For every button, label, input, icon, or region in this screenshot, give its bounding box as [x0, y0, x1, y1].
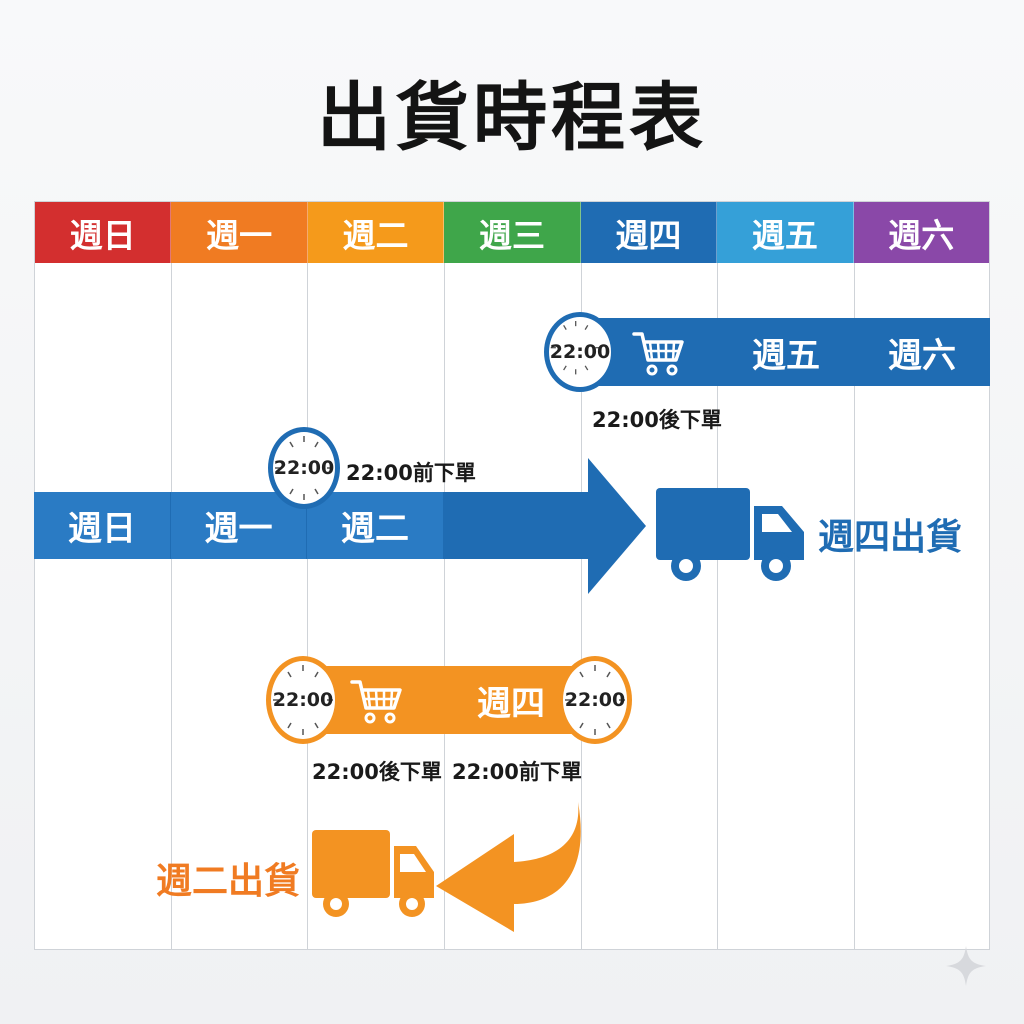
day-header-wednesday: 週三: [444, 202, 581, 263]
thursday-order-band: 週日 週一 週二: [34, 492, 594, 559]
clock-time: 22:00: [564, 689, 626, 711]
weekend-order-caption: 22:00後下單: [592, 408, 722, 432]
arrow-icon: [432, 800, 588, 934]
clock-time: 22:00: [549, 341, 611, 363]
shopping-cart-icon: [632, 330, 684, 376]
delivery-truck-icon: [652, 486, 808, 584]
band-day-thursday: 週四: [477, 683, 545, 724]
clock-icon: 22:00: [544, 312, 616, 392]
band-day-monday: 週一: [171, 492, 306, 559]
clock-icon: 22:00: [266, 656, 340, 744]
band-day-saturday: 週六: [888, 335, 956, 376]
day-header-sunday: 週日: [35, 202, 172, 263]
grid-line: [171, 202, 172, 949]
shopping-cart-icon: [350, 678, 402, 724]
grid-line: [307, 202, 308, 949]
clock-time: 22:00: [273, 457, 335, 479]
day-header-thursday: 週四: [580, 202, 718, 263]
grid-line: [581, 202, 582, 949]
day-header-monday: 週一: [171, 202, 308, 263]
grid-line: [444, 202, 445, 949]
delivery-truck-icon: [308, 828, 436, 920]
page-title: 出貨時程表: [317, 75, 707, 161]
band-day-sunday: 週日: [34, 492, 170, 559]
grid-line: [854, 202, 855, 949]
tuesday-start-caption: 22:00後下單: [312, 760, 442, 784]
tuesday-order-band: 週四: [300, 666, 600, 734]
day-header-friday: 週五: [717, 202, 854, 263]
arrow-icon: [588, 458, 646, 594]
day-header-tuesday: 週二: [307, 202, 445, 263]
thursday-ship-label: 週四出貨: [818, 517, 963, 558]
clock-icon: 22:00: [558, 656, 632, 744]
day-header-saturday: 週六: [853, 202, 989, 263]
grid-line: [717, 202, 718, 949]
day-header-row: 週日 週一 週二 週三 週四 週五 週六: [35, 202, 989, 263]
thursday-order-caption: 22:00前下單: [346, 461, 476, 485]
sparkle-icon: [946, 946, 986, 986]
clock-icon: 22:00: [268, 427, 340, 509]
tuesday-end-caption: 22:00前下單: [452, 760, 582, 784]
band-day-tuesday: 週二: [307, 492, 443, 559]
clock-time: 22:00: [272, 689, 334, 711]
tuesday-ship-label: 週二出貨: [156, 861, 301, 902]
band-day-friday: 週五: [752, 335, 820, 376]
